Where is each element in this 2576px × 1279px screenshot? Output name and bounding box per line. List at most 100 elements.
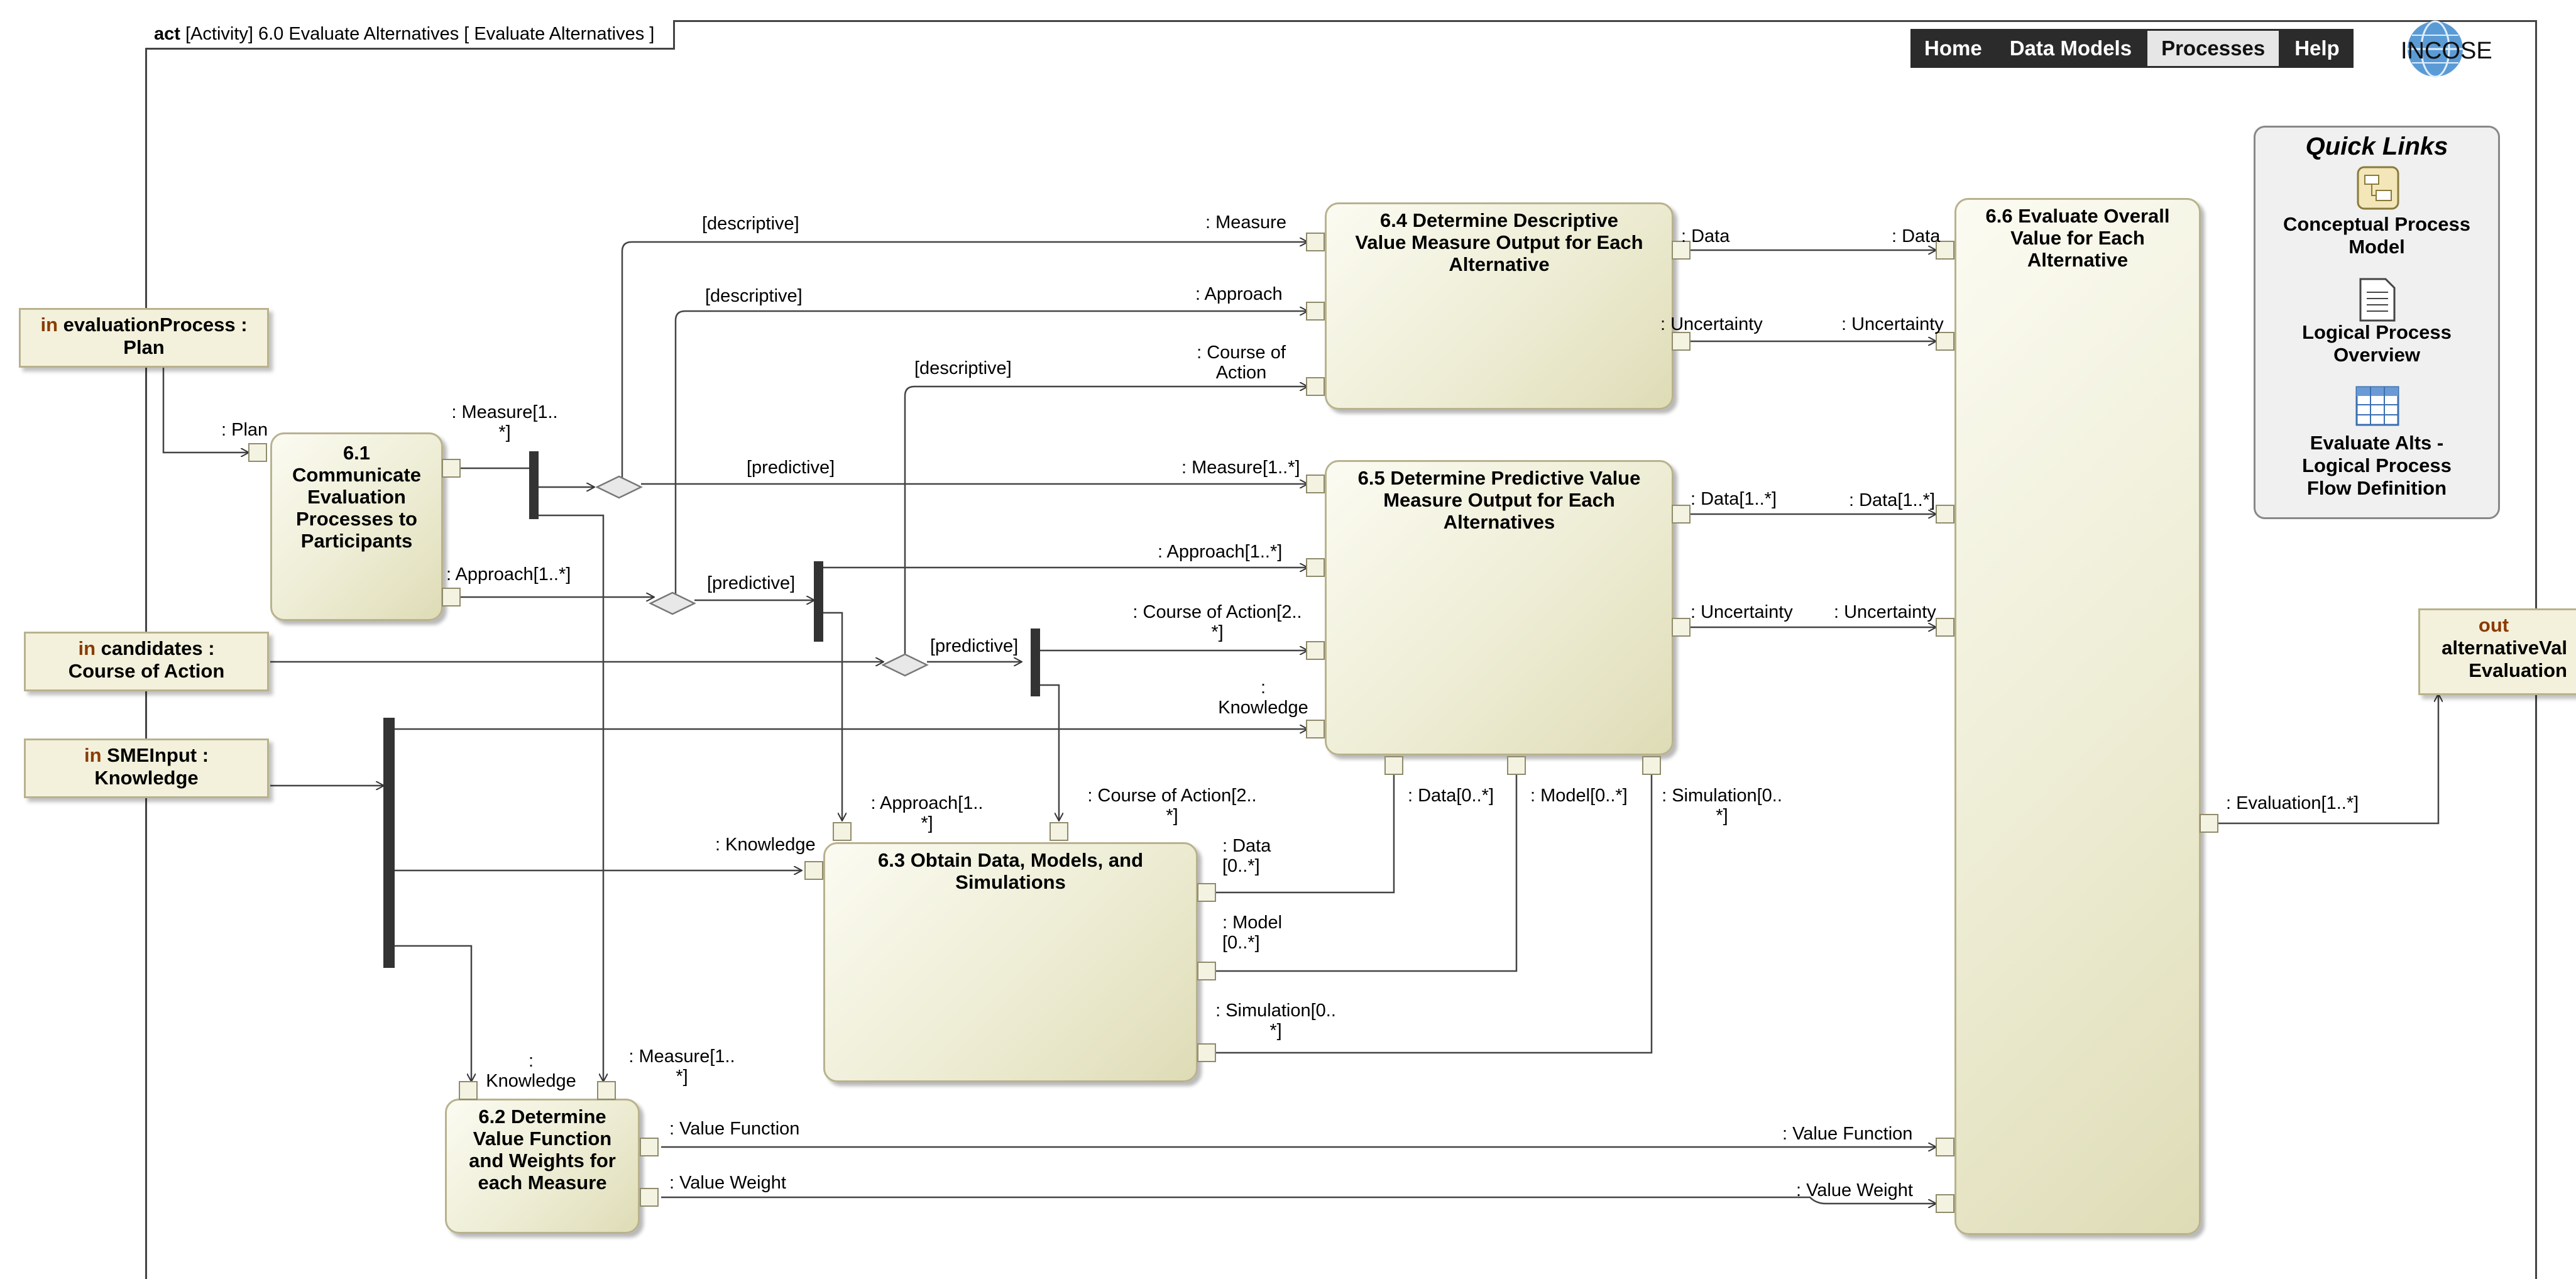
label-6-1-approach: : Approach[1..*] xyxy=(446,564,571,585)
pin-6-2-value-weight[interactable] xyxy=(640,1188,659,1207)
fork-bar-knowledge xyxy=(383,718,395,968)
guard-descriptive-measure: [descriptive] xyxy=(702,214,799,234)
nav-processes[interactable]: Processes xyxy=(2146,29,2281,68)
quick-link-evaluate-alts-flow-definition[interactable]: Evaluate Alts - Logical Process Flow Def… xyxy=(2302,432,2452,499)
pin-6-5-data[interactable] xyxy=(1672,505,1691,524)
label-6-5-measure: : Measure[1..*] xyxy=(1181,458,1300,478)
label-6-3-model: : Model [0..*] xyxy=(1222,913,1283,953)
label-plan: : Plan xyxy=(221,420,268,440)
quick-links-title: Quick Links xyxy=(2305,133,2448,160)
label-6-6-value-weight: : Value Weight xyxy=(1796,1180,1913,1200)
label-6-5-simulation-in: : Simulation[0.. *] xyxy=(1662,786,1782,826)
label-6-5-data-in: : Data[0..*] xyxy=(1408,786,1494,806)
top-navigation: Home Data Models Processes Help xyxy=(1910,29,2354,68)
guard-predictive-course-of-action: [predictive] xyxy=(930,636,1019,656)
label-6-2-knowledge: : Knowledge xyxy=(486,1051,576,1091)
action-6-3[interactable]: 6.3 Obtain Data, Models, and Simulations xyxy=(823,842,1198,1082)
pin-6-1-approach[interactable] xyxy=(442,588,461,607)
decision-nodes xyxy=(595,475,929,677)
pin-6-4-uncertainty[interactable] xyxy=(1672,332,1691,351)
pin-6-4-course-of-action[interactable] xyxy=(1306,377,1325,396)
label-6-1-measure: : Measure[1.. *] xyxy=(451,402,558,442)
pin-6-2-value-function[interactable] xyxy=(640,1138,659,1156)
pin-6-5-approach[interactable] xyxy=(1306,558,1325,577)
pin-6-3-approach[interactable] xyxy=(833,822,852,841)
edge-plan xyxy=(162,361,248,453)
pin-6-5-knowledge[interactable] xyxy=(1306,720,1325,738)
pin-6-5-uncertainty[interactable] xyxy=(1672,618,1691,637)
pin-6-5-course-of-action[interactable] xyxy=(1306,641,1325,660)
nav-home[interactable]: Home xyxy=(1924,36,1982,60)
pin-6-1-measure[interactable] xyxy=(442,459,461,478)
pin-6-3-data[interactable] xyxy=(1197,883,1216,902)
edge-63-model xyxy=(1216,757,1516,972)
pin-6-3-course-of-action[interactable] xyxy=(1050,822,1068,841)
guard-descriptive-approach: [descriptive] xyxy=(705,286,803,306)
label-6-6-evaluation: : Evaluation[1..*] xyxy=(2226,793,2359,813)
pin-6-3-simulation[interactable] xyxy=(1197,1043,1216,1062)
pin-6-4-data[interactable] xyxy=(1672,241,1691,260)
param-evaluation-process[interactable]: in evaluationProcess : Plan xyxy=(19,308,269,368)
param-alternative-value[interactable]: out alternativeVal Evaluation xyxy=(2418,608,2576,695)
action-6-2[interactable]: 6.2 Determine Value Function and Weights… xyxy=(445,1099,640,1234)
pin-6-5-model-in[interactable] xyxy=(1507,756,1526,775)
frame-title: [Activity] 6.0 Evaluate Alternatives [ E… xyxy=(185,24,655,44)
pin-6-4-measure[interactable] xyxy=(1306,233,1325,251)
pin-6-4-approach[interactable] xyxy=(1306,302,1325,321)
label-6-3-approach: : Approach[1.. *] xyxy=(870,793,984,833)
decision-node-measure xyxy=(595,475,643,499)
label-6-5-approach: : Approach[1..*] xyxy=(1158,542,1283,562)
pin-6-6-value-weight[interactable] xyxy=(1936,1194,1954,1213)
edge-63-data xyxy=(1216,757,1394,894)
edge-decision1-descriptive xyxy=(621,242,1307,479)
pin-6-2-knowledge[interactable] xyxy=(459,1081,478,1100)
pin-6-6-data-multi[interactable] xyxy=(1936,505,1954,524)
pin-6-5-measure[interactable] xyxy=(1306,475,1325,493)
pin-6-5-simulation-in[interactable] xyxy=(1642,756,1661,775)
pin-6-3-knowledge[interactable] xyxy=(804,861,823,880)
label-6-3-course-of-action: : Course of Action[2.. *] xyxy=(1087,786,1257,826)
label-6-6-uncertainty-2: : Uncertainty xyxy=(1834,602,1936,622)
param-sme-input[interactable]: in SMEInput : Knowledge xyxy=(24,738,269,798)
edge-66-evaluation xyxy=(2218,694,2438,825)
action-6-1[interactable]: 6.1 Communicate Evaluation Processes to … xyxy=(270,432,443,621)
label-6-4-measure: : Measure xyxy=(1205,212,1286,233)
pin-6-3-model[interactable] xyxy=(1197,962,1216,980)
edge-fork2-63 xyxy=(823,612,842,820)
label-6-3-simulation: : Simulation[0.. *] xyxy=(1215,1001,1336,1041)
edge-decision2-descriptive xyxy=(674,311,1307,597)
pin-6-1-plan[interactable] xyxy=(248,443,267,462)
pin-6-6-uncertainty-2[interactable] xyxy=(1936,618,1954,637)
decision-node-approach xyxy=(649,591,696,615)
pin-6-6-evaluation[interactable] xyxy=(2200,814,2218,833)
pin-6-2-measure[interactable] xyxy=(597,1081,616,1100)
label-6-2-value-weight: : Value Weight xyxy=(669,1173,786,1193)
fork-bar-course-of-action xyxy=(1031,629,1040,696)
nav-help[interactable]: Help xyxy=(2294,36,2340,60)
param-candidates[interactable]: in candidates : Course of Action xyxy=(24,632,269,691)
edge-fork4-62 xyxy=(393,945,471,1081)
label-6-5-knowledge: : Knowledge xyxy=(1218,678,1308,718)
label-6-5-model-in: : Model[0..*] xyxy=(1530,786,1628,806)
label-6-4-approach: : Approach xyxy=(1195,284,1283,304)
fork-bar-approach xyxy=(814,561,823,642)
fork-bar-measure xyxy=(529,451,539,519)
label-6-3-knowledge: : Knowledge xyxy=(715,835,816,855)
edge-62-value-weight xyxy=(661,1196,1936,1204)
label-6-5-course-of-action: : Course of Action[2.. *] xyxy=(1132,602,1302,642)
action-6-6[interactable]: 6.6 Evaluate Overall Value for Each Alte… xyxy=(1954,198,2201,1235)
pin-6-5-data-in[interactable] xyxy=(1384,756,1403,775)
label-6-3-data: : Data [0..*] xyxy=(1222,836,1271,876)
action-6-4[interactable]: 6.4 Determine Descriptive Value Measure … xyxy=(1325,202,1674,410)
pin-6-6-value-function[interactable] xyxy=(1936,1138,1954,1156)
action-6-5[interactable]: 6.5 Determine Predictive Value Measure O… xyxy=(1325,460,1674,755)
quick-link-conceptual-process-model[interactable]: Conceptual Process Model xyxy=(2283,213,2471,258)
label-6-5-uncertainty: : Uncertainty xyxy=(1691,602,1793,622)
pin-6-6-uncertainty[interactable] xyxy=(1936,332,1954,351)
guard-descriptive-course-of-action: [descriptive] xyxy=(914,358,1012,378)
guard-predictive-measure: [predictive] xyxy=(747,458,835,478)
nav-data-models[interactable]: Data Models xyxy=(2009,36,2132,60)
pin-6-6-data[interactable] xyxy=(1936,241,1954,260)
quick-link-logical-process-overview[interactable]: Logical Process Overview xyxy=(2302,321,2452,366)
